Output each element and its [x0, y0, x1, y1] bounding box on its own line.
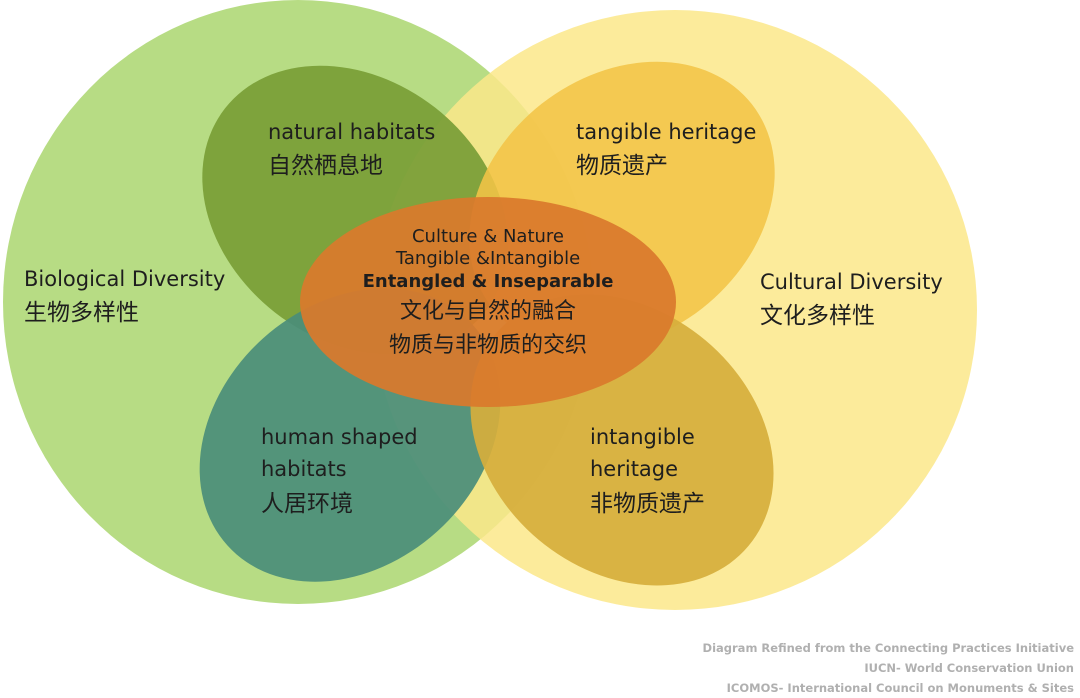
intangible-heritage-zh: 非物质遗产 — [590, 490, 705, 517]
center-line-entangled: Entangled & Inseparable — [362, 271, 614, 292]
center-ellipse — [300, 197, 676, 407]
center-line-culture-nature: Culture & Nature — [411, 226, 565, 247]
credits: Diagram Refined from the Connecting Prac… — [703, 638, 1074, 698]
cultural-diversity-zh: 文化多样性 — [760, 303, 875, 330]
tangible-heritage-en: tangible heritage — [576, 120, 757, 144]
human-shaped-habitats-en-line1: human shaped — [261, 425, 418, 449]
intangible-heritage-en-line2: heritage — [590, 457, 679, 482]
center-line-zh-fusion: 文化与自然的融合 — [399, 299, 576, 324]
natural-habitats-zh: 自然栖息地 — [268, 153, 383, 180]
natural-habitats-label: natural habitats 自然栖息地 — [268, 119, 435, 181]
human-shaped-habitats-en-line2: habitats — [261, 457, 347, 482]
human-shaped-habitats-label: human shaped habitats 人居环境 — [261, 424, 418, 518]
biological-diversity-en: Biological Diversity — [24, 267, 226, 291]
intangible-heritage-label: intangible heritage 非物质遗产 — [590, 424, 705, 518]
intangible-heritage-en-line1: intangible — [590, 425, 695, 449]
credit-line-icomos: ICOMOS- International Council on Monumen… — [726, 681, 1074, 695]
center-line-zh-interweave: 物质与非物质的交织 — [388, 333, 587, 358]
cultural-diversity-en: Cultural Diversity — [760, 270, 943, 294]
natural-habitats-en: natural habitats — [268, 120, 436, 144]
human-shaped-habitats-zh: 人居环境 — [261, 490, 353, 517]
tangible-heritage-label: tangible heritage 物质遗产 — [576, 119, 756, 181]
biological-diversity-zh: 生物多样性 — [24, 300, 139, 327]
credit-line-iucn: IUCN- World Conservation Union — [864, 661, 1074, 675]
center-label: Culture & Nature Tangible &Intangible En… — [328, 226, 648, 362]
tangible-heritage-zh: 物质遗产 — [576, 153, 668, 180]
cultural-diversity-label: Cultural Diversity 文化多样性 — [760, 269, 943, 331]
credit-line-source: Diagram Refined from the Connecting Prac… — [702, 641, 1074, 655]
biological-diversity-label: Biological Diversity 生物多样性 — [24, 266, 225, 328]
center-line-tangible-intangible: Tangible &Intangible — [395, 248, 581, 269]
